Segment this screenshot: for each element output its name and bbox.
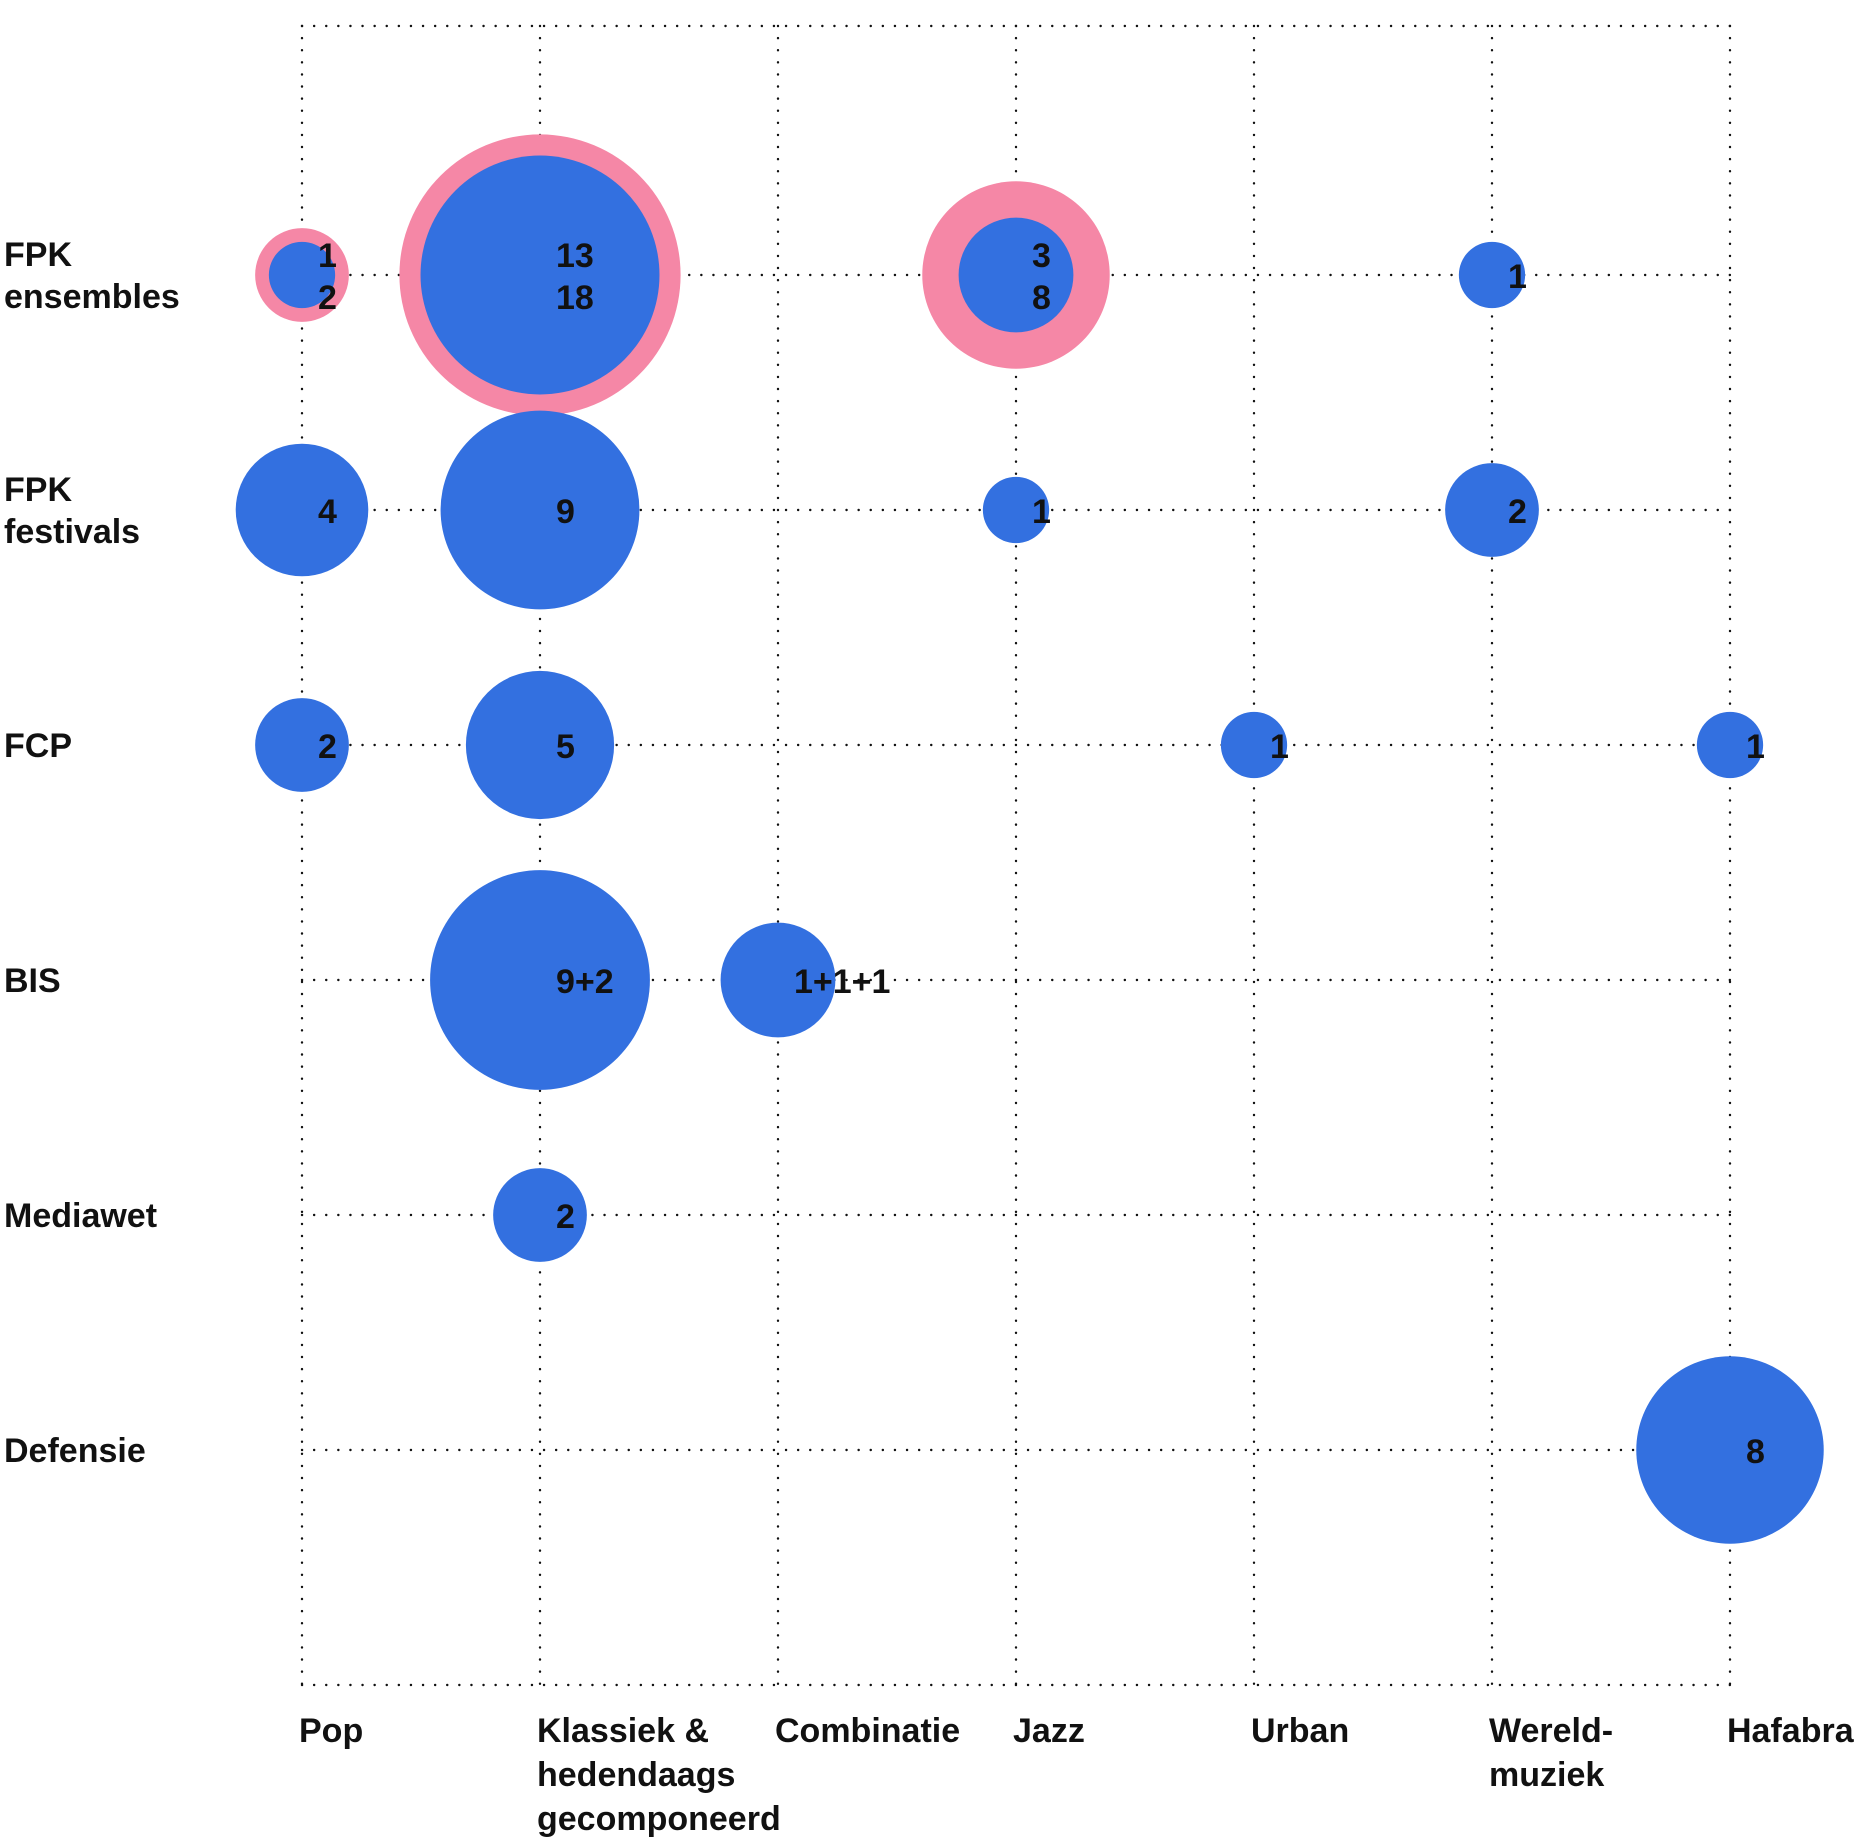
column-labels: Pop Klassiek & hedendaags gecomponeerd Combi… xyxy=(299,1712,1855,1837)
value-labels: 1 2 13 18 3 8 1 4 9 1 2 2 5 1 1 9+2 1+1+1 2 8 xyxy=(318,237,1765,1471)
row-label-line: Defensie xyxy=(4,1432,146,1470)
bubble-fpk-festivals-jazz xyxy=(982,476,1050,544)
value-label-fpk-ensembles-klassiek-outer: 18 xyxy=(556,279,594,317)
value-label-fpk-ensembles-klassiek-inner: 13 xyxy=(556,237,594,275)
value-label-fcp-hafabra: 1 xyxy=(1746,728,1765,766)
row-label-line: BIS xyxy=(4,962,61,1000)
column-label-jazz: Jazz xyxy=(1013,1712,1085,1750)
bubbles xyxy=(235,134,1824,1544)
column-label-line: Urban xyxy=(1251,1712,1349,1750)
column-label-combinatie: Combinatie xyxy=(775,1712,960,1750)
value-label-bis-combinatie: 1+1+1 xyxy=(794,963,890,1001)
column-label-line: hedendaags xyxy=(537,1756,735,1794)
bubble-fcp-hafabra xyxy=(1696,711,1764,779)
bubble-defensie-hafabra xyxy=(1636,1356,1824,1544)
column-label-line: Combinatie xyxy=(775,1712,960,1750)
value-label-mediawet-klassiek: 2 xyxy=(556,1198,575,1236)
column-label-pop: Pop xyxy=(299,1712,363,1750)
bubble-inner-bis-klassiek xyxy=(430,870,650,1090)
bubble-bis-combinatie xyxy=(720,922,836,1038)
bubble-inner-fpk-festivals-klassiek xyxy=(440,410,640,610)
column-label-line: Wereld- xyxy=(1489,1712,1613,1750)
bubble-inner-defensie-hafabra xyxy=(1636,1356,1824,1544)
value-label-fcp-pop: 2 xyxy=(318,728,337,766)
value-label-fcp-klassiek: 5 xyxy=(556,728,575,766)
column-label-line: Pop xyxy=(299,1712,363,1750)
bubble-inner-fpk-festivals-pop xyxy=(235,443,369,577)
row-label-mediawet: Mediawet xyxy=(4,1197,157,1235)
bubble-fpk-ensembles-wereld xyxy=(1458,241,1526,309)
row-label-line: FPK xyxy=(4,236,72,274)
bubble-inner-fcp-klassiek xyxy=(465,670,615,820)
bubble-fcp-klassiek xyxy=(465,670,615,820)
bubble-inner-fcp-pop xyxy=(255,698,349,792)
row-label-line: FPK xyxy=(4,471,72,509)
bubble-fcp-pop xyxy=(255,698,349,792)
column-label-line: gecomponeerd xyxy=(537,1800,781,1837)
bubble-fpk-ensembles-klassiek xyxy=(399,134,681,416)
bubble-fpk-festivals-klassiek xyxy=(440,410,640,610)
column-label-wereld: Wereld-muziek xyxy=(1489,1712,1613,1794)
column-label-klassiek: Klassiek & hedendaags gecomponeerd xyxy=(537,1712,781,1837)
column-label-line: muziek xyxy=(1489,1756,1604,1794)
column-label-urban: Urban xyxy=(1251,1712,1349,1750)
bubble-inner-fcp-urban xyxy=(1220,711,1288,779)
bubble-inner-fpk-ensembles-pop xyxy=(268,241,336,309)
row-label-defensie: Defensie xyxy=(4,1432,146,1470)
row-label-fpk-ensembles: FPK ensembles xyxy=(4,236,180,316)
column-label-line: Hafabra xyxy=(1727,1712,1855,1750)
value-label-fpk-ensembles-pop-inner: 1 xyxy=(318,237,337,275)
bubble-fpk-ensembles-pop xyxy=(255,228,349,322)
column-label-line: Klassiek & xyxy=(537,1712,709,1750)
bubble-mediawet-klassiek xyxy=(493,1168,587,1262)
bubble-inner-bis-combinatie xyxy=(720,922,836,1038)
value-label-fpk-festivals-jazz: 1 xyxy=(1032,493,1051,531)
row-label-fcp: FCP xyxy=(4,727,72,765)
bubble-inner-fpk-ensembles-klassiek xyxy=(420,155,660,395)
value-label-bis-klassiek: 9+2 xyxy=(556,963,614,1001)
bubble-fpk-festivals-pop xyxy=(235,443,369,577)
bubble-inner-fpk-festivals-jazz xyxy=(982,476,1050,544)
bubble-inner-fpk-ensembles-wereld xyxy=(1458,241,1526,309)
value-label-fpk-festivals-klassiek: 9 xyxy=(556,493,575,531)
value-label-fpk-ensembles-wereld: 1 xyxy=(1508,258,1527,296)
bubble-bis-klassiek xyxy=(430,870,650,1090)
row-label-bis: BIS xyxy=(4,962,61,1000)
row-label-fpk-festivals: FPK festivals xyxy=(4,471,140,551)
column-label-hafabra: Hafabra xyxy=(1727,1712,1855,1750)
value-label-fpk-festivals-wereld: 2 xyxy=(1508,493,1527,531)
value-label-fpk-ensembles-pop-outer: 2 xyxy=(318,279,337,317)
value-label-fpk-festivals-pop: 4 xyxy=(318,493,337,531)
bubble-fcp-urban xyxy=(1220,711,1288,779)
bubble-inner-fcp-hafabra xyxy=(1696,711,1764,779)
value-label-defensie-hafabra: 8 xyxy=(1746,1433,1765,1471)
column-label-line: Jazz xyxy=(1013,1712,1085,1750)
bubble-inner-mediawet-klassiek xyxy=(493,1168,587,1262)
row-label-line: ensembles xyxy=(4,278,180,316)
bubble-fpk-ensembles-jazz xyxy=(922,181,1110,369)
bubble-fpk-festivals-wereld xyxy=(1445,463,1539,557)
row-label-line: festivals xyxy=(4,513,140,551)
value-label-fcp-urban: 1 xyxy=(1270,728,1289,766)
value-label-fpk-ensembles-jazz-inner: 3 xyxy=(1032,237,1051,275)
row-label-line: FCP xyxy=(4,727,72,765)
row-label-line: Mediawet xyxy=(4,1197,157,1235)
bubble-inner-fpk-festivals-wereld xyxy=(1445,463,1539,557)
bubble-inner-fpk-ensembles-jazz xyxy=(958,217,1074,333)
value-label-fpk-ensembles-jazz-outer: 8 xyxy=(1032,279,1051,317)
